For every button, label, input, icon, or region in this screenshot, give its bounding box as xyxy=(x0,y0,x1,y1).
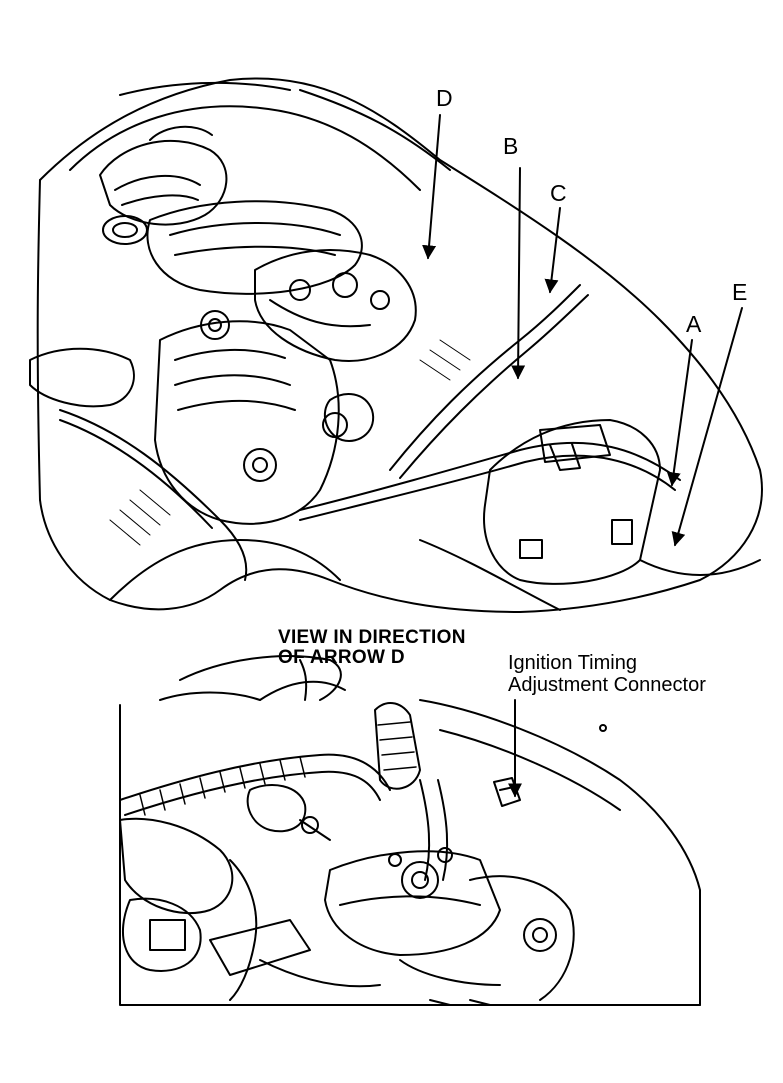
callout-b-label: B xyxy=(503,133,519,159)
engine-bay-illustration xyxy=(29,77,763,613)
throttle-body xyxy=(324,850,501,956)
engine-block xyxy=(154,320,340,525)
inset-illustration xyxy=(119,655,701,1006)
wiring-harness xyxy=(299,441,681,511)
fender-outline xyxy=(39,77,763,613)
callout-c-label: C xyxy=(550,180,567,206)
callout-a-label: A xyxy=(686,311,702,337)
arrow-e xyxy=(671,307,743,547)
inset-heading: VIEW IN DIRECTION OF ARROW D xyxy=(278,628,466,668)
inset-heading-line1: VIEW IN DIRECTION xyxy=(278,627,466,648)
arrow-a xyxy=(666,339,693,487)
intake-duct xyxy=(99,139,228,226)
callout-e-label: E xyxy=(732,279,748,305)
callout-d-label: D xyxy=(436,85,453,111)
connector-caption: Ignition Timing Adjustment Connector xyxy=(508,652,706,696)
connector-caption-line1: Ignition Timing xyxy=(508,652,637,674)
inset-heading-line2: OF ARROW D xyxy=(278,647,405,668)
timing-connector xyxy=(493,777,521,807)
callout-arrows xyxy=(422,114,743,547)
arrow-d xyxy=(422,114,441,260)
air-cleaner xyxy=(146,200,363,295)
arrow-c xyxy=(544,207,561,294)
connector-caption-line2: Adjustment Connector xyxy=(508,674,706,696)
arrow-b xyxy=(511,167,526,380)
corrugated-harness xyxy=(119,753,391,801)
